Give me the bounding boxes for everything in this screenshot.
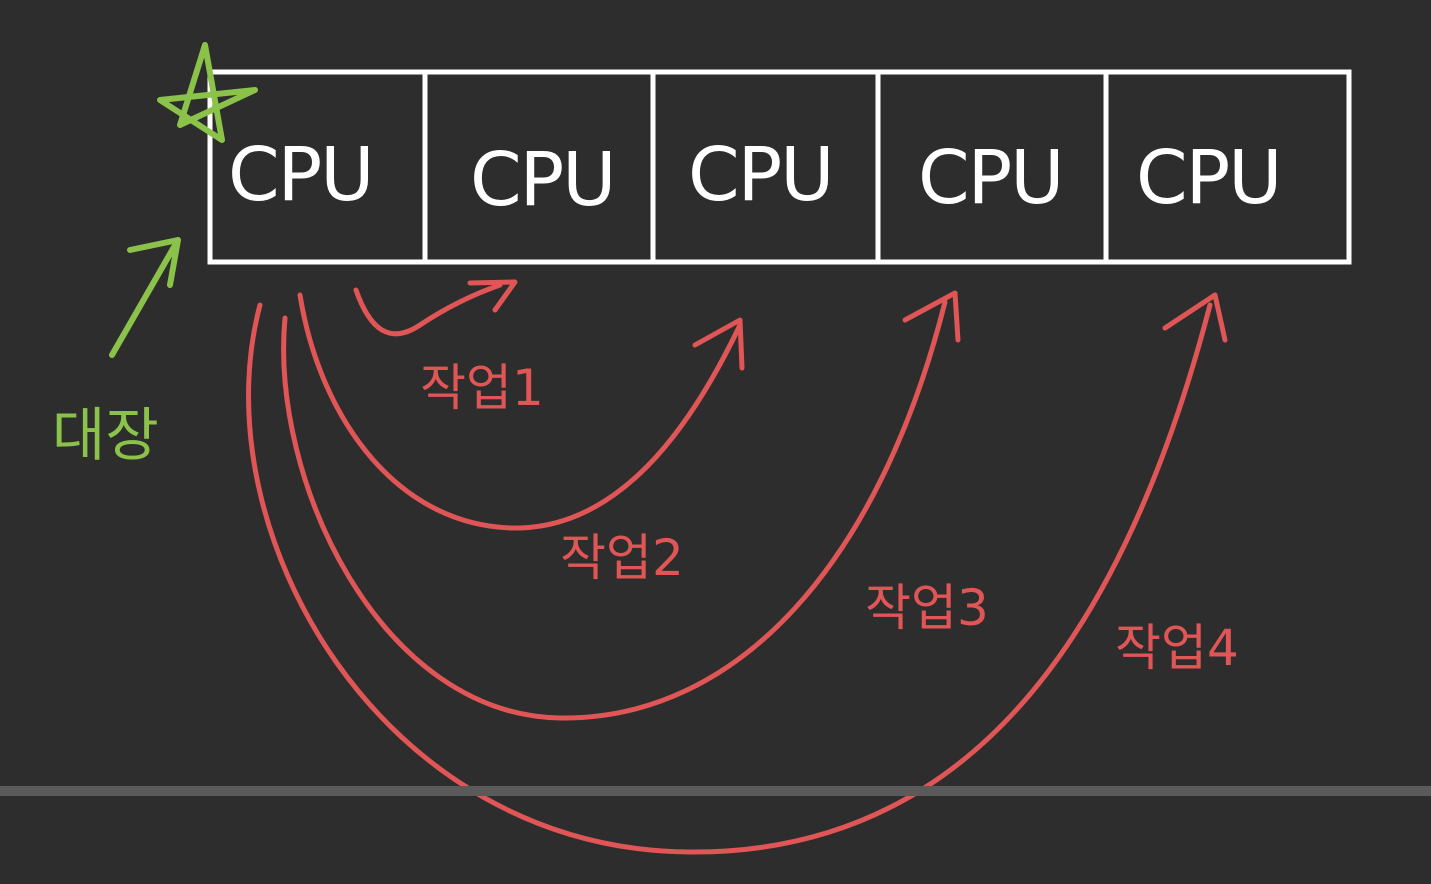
task-labels: 작업1 작업2 작업3 작업4 [420,359,1239,677]
task-arc-1-head [467,279,518,313]
divider [0,786,1431,796]
cpu-cell-label-1: CPU [470,137,614,223]
cpu-cell-label-0: CPU [228,132,372,218]
cpu-cell-label-3: CPU [918,135,1062,221]
task-label-1: 작업1 [420,359,544,417]
star-icon [157,42,258,143]
cpu-row: CPU CPU CPU CPU CPU [207,69,1352,265]
task-arcs [246,279,1228,855]
task-arc-2 [297,292,743,531]
task-label-2: 작업2 [560,529,684,587]
task-arc-1 [353,282,503,337]
cpu-cell-label-2: CPU [688,132,832,218]
cpu-cell-4 [1103,69,1352,265]
task-label-4: 작업4 [1115,619,1239,677]
task-arc-3-head [902,290,961,343]
task-arc-4-head [1162,292,1228,343]
task-arc-3 [281,299,948,721]
cpu-cell-label-4: CPU [1136,135,1280,221]
arrow-up-right-icon [109,237,181,358]
leader-label: 대장 [52,401,159,469]
task-arc-4 [246,302,1213,855]
task-arc-2-head [692,317,745,371]
task-label-3: 작업3 [865,579,989,637]
leader-marker: 대장 [52,42,258,469]
